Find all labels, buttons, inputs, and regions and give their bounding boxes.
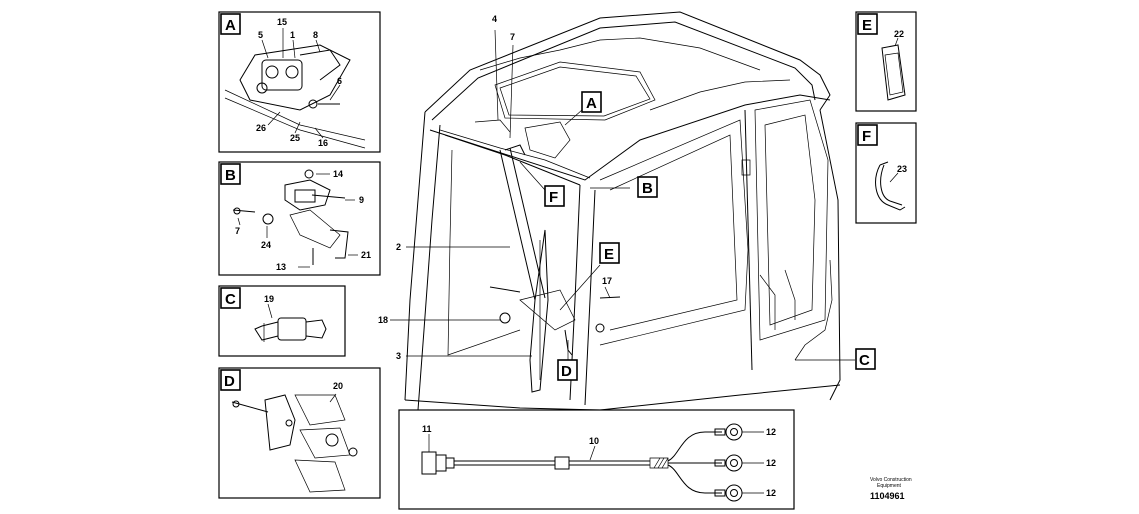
svg-text:B: B: [642, 180, 653, 197]
callout-15: 15: [277, 17, 287, 27]
view-marker-f: F: [544, 185, 565, 207]
detail-view-c: C 19: [218, 285, 346, 357]
callout-2: 2: [396, 242, 401, 252]
callout-17: 17: [602, 276, 612, 286]
svg-text:A: A: [225, 17, 236, 34]
callout-3: 3: [396, 351, 401, 361]
brand-line-1: Volvo Construction: [870, 477, 912, 483]
callout-18: 18: [378, 315, 388, 325]
callout-21: 21: [361, 250, 371, 260]
cab-illustration: [404, 11, 841, 413]
detail-view-e: E 22: [855, 11, 917, 112]
detail-view-d: D 20: [218, 367, 381, 499]
svg-text:D: D: [561, 363, 572, 380]
svg-text:E: E: [604, 246, 614, 263]
view-marker-c: C: [855, 348, 876, 370]
svg-text:C: C: [225, 291, 236, 308]
callout-19: 19: [264, 294, 274, 304]
svg-text:C: C: [859, 352, 870, 369]
view-marker-b: B: [637, 176, 658, 198]
svg-text:E: E: [862, 17, 872, 34]
callout-6: 6: [337, 76, 342, 86]
callout-13: 13: [276, 262, 286, 272]
callout-12-top: 12: [766, 427, 776, 437]
view-marker-e: E: [599, 242, 620, 264]
callout-12-bottom: 12: [766, 488, 776, 498]
svg-text:F: F: [549, 189, 558, 206]
detail-view-f: F 23: [855, 122, 917, 224]
callout-1: 1: [290, 30, 295, 40]
harness-detail: 11 10 12 12 12: [398, 409, 795, 510]
leader-lines: [390, 29, 855, 361]
svg-text:A: A: [586, 95, 597, 112]
view-marker-a: A: [581, 91, 602, 113]
view-marker-d: D: [557, 359, 578, 381]
callout-16: 16: [318, 138, 328, 148]
callout-7-b: 7: [235, 226, 240, 236]
callout-24: 24: [261, 240, 271, 250]
callout-10: 10: [589, 436, 599, 446]
callout-9: 9: [359, 195, 364, 205]
callout-25: 25: [290, 133, 300, 143]
callout-20: 20: [333, 381, 343, 391]
callout-7-main: 7: [510, 32, 515, 42]
svg-text:D: D: [224, 373, 235, 390]
callout-11: 11: [422, 424, 432, 434]
brand-line-2: Equipment: [877, 483, 902, 489]
drawing-number: 1104961: [870, 491, 905, 501]
wiper-assembly: [439, 119, 621, 393]
detail-view-a: A 15 5 1 8 6 26 25 16: [218, 11, 381, 153]
callout-26: 26: [256, 123, 266, 133]
callout-23: 23: [897, 164, 907, 174]
svg-text:B: B: [225, 167, 236, 184]
callout-4: 4: [492, 14, 497, 24]
callout-5: 5: [258, 30, 263, 40]
callout-14: 14: [333, 169, 343, 179]
callout-8: 8: [313, 30, 318, 40]
drawing-footer: Volvo Construction Equipment 1104961: [870, 477, 912, 501]
svg-text:F: F: [862, 128, 871, 145]
callout-22: 22: [894, 29, 904, 39]
detail-view-b: B 14 9 7 24 13 21: [218, 161, 381, 276]
callout-12-mid: 12: [766, 458, 776, 468]
